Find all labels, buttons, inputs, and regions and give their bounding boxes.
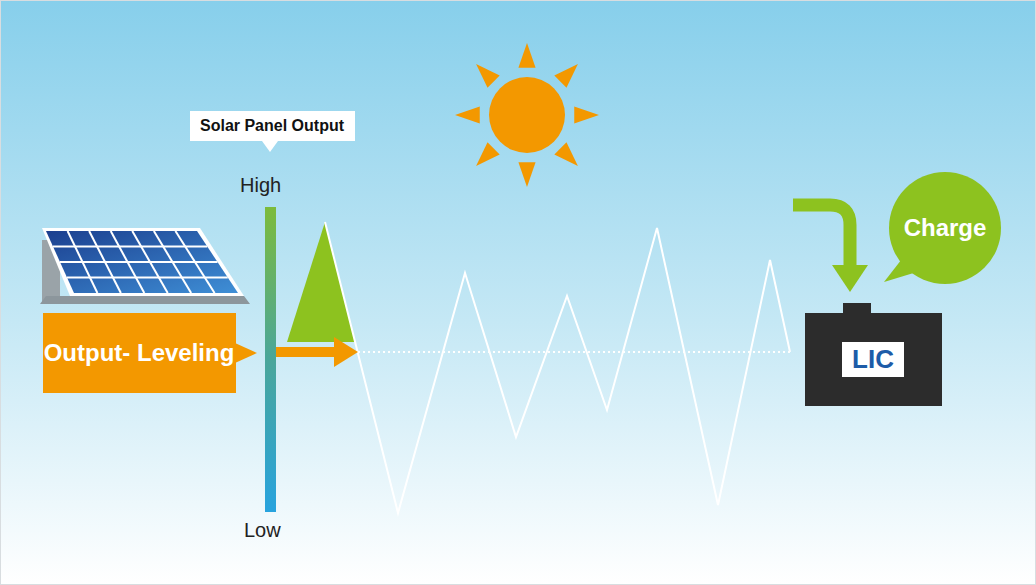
leveling-label-box: Output- Leveling <box>43 313 236 393</box>
surplus-area <box>287 222 355 342</box>
sun-ray <box>455 106 480 123</box>
lic-battery: LIC <box>805 313 942 406</box>
panel-grid-line <box>67 277 228 279</box>
panel-grid-line <box>60 261 218 263</box>
battery-label: LIC <box>842 342 904 377</box>
scale-high-label: High <box>240 174 281 197</box>
solar-panel <box>40 228 250 304</box>
node-text: Output- Leveling <box>44 339 235 367</box>
node-text: Solar Panel Output <box>200 117 344 135</box>
sun <box>455 43 599 187</box>
sun-ray <box>476 142 500 166</box>
label-pointer <box>235 313 259 393</box>
callout-pointer <box>262 141 278 152</box>
callout-box: Solar Panel Output <box>190 111 355 141</box>
leveling-arrow <box>276 337 358 367</box>
leveled-output-line <box>358 351 792 353</box>
sun-ray <box>518 43 535 68</box>
sun-ray <box>476 64 500 88</box>
sun-ray <box>554 142 578 166</box>
output-fluctuation-line <box>325 222 790 513</box>
panel-grid-line <box>53 246 207 248</box>
output-scale-bar <box>265 207 276 512</box>
battery-terminal <box>843 303 871 313</box>
scale-low-label: Low <box>244 519 281 542</box>
node-text: Charge <box>904 214 987 242</box>
sun-ray <box>554 64 578 88</box>
sun-ray <box>574 106 599 123</box>
sun-ray <box>518 162 535 187</box>
charge-arrow <box>793 205 868 292</box>
charge-bubble: Charge <box>889 172 1001 284</box>
